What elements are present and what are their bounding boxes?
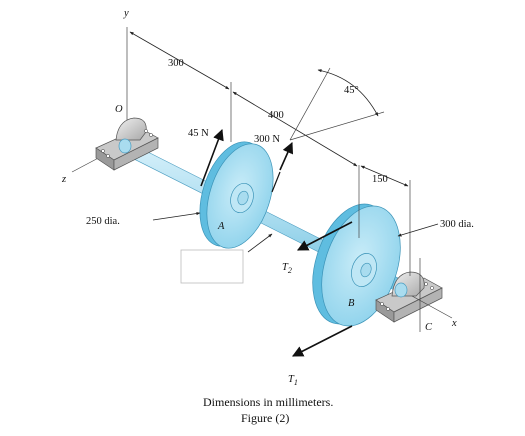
point-b-label: B: [348, 298, 355, 309]
dim-400: [232, 91, 360, 238]
dim-300: [129, 31, 232, 142]
leader-250-dia: [152, 211, 201, 221]
bearing-o: [95, 117, 159, 171]
force-300n-label: 300 N: [254, 134, 280, 145]
pulley-b: [312, 203, 401, 327]
leader-shaft: [247, 233, 273, 253]
bearing-c: [375, 271, 443, 323]
leader-300-dia: [397, 223, 439, 237]
point-a-label: A: [217, 221, 225, 232]
answer-box[interactable]: [180, 249, 244, 284]
force-t2-label: T2: [282, 262, 292, 275]
dia-300-label: 300 dia.: [440, 219, 474, 230]
dia-250-label: 250 dia.: [86, 216, 120, 227]
force-t1-subscript: 1: [294, 378, 298, 387]
x-axis-label: x: [451, 318, 457, 329]
angle-45-label: 45°: [344, 85, 359, 96]
dim-150: [360, 165, 411, 276]
force-300n-arrow: [279, 141, 294, 171]
force-t1-label: T1: [288, 374, 298, 387]
force-45n-label: 45 N: [188, 128, 209, 139]
z-axis-label: z: [61, 174, 66, 185]
point-c-label: C: [425, 322, 433, 333]
caption-line-1: Dimensions in millimeters.: [203, 395, 333, 409]
y-axis-label: y: [123, 8, 129, 19]
dim-300-label: 300: [168, 58, 184, 69]
force-45n-arrow: [200, 128, 224, 187]
dim-150-label: 150: [372, 174, 388, 185]
pulley-a: [199, 141, 274, 249]
force-t2-subscript: 2: [288, 266, 292, 275]
point-o-label: O: [115, 104, 123, 115]
force-t1-arrow: [292, 325, 353, 357]
x-axis-line: [411, 295, 453, 319]
force-300n-line: [271, 171, 281, 193]
force-t2-arrow: [297, 221, 353, 251]
dim-400-label: 400: [268, 110, 284, 121]
angle-45: [289, 67, 385, 141]
caption-line-2: Figure (2): [241, 411, 289, 425]
